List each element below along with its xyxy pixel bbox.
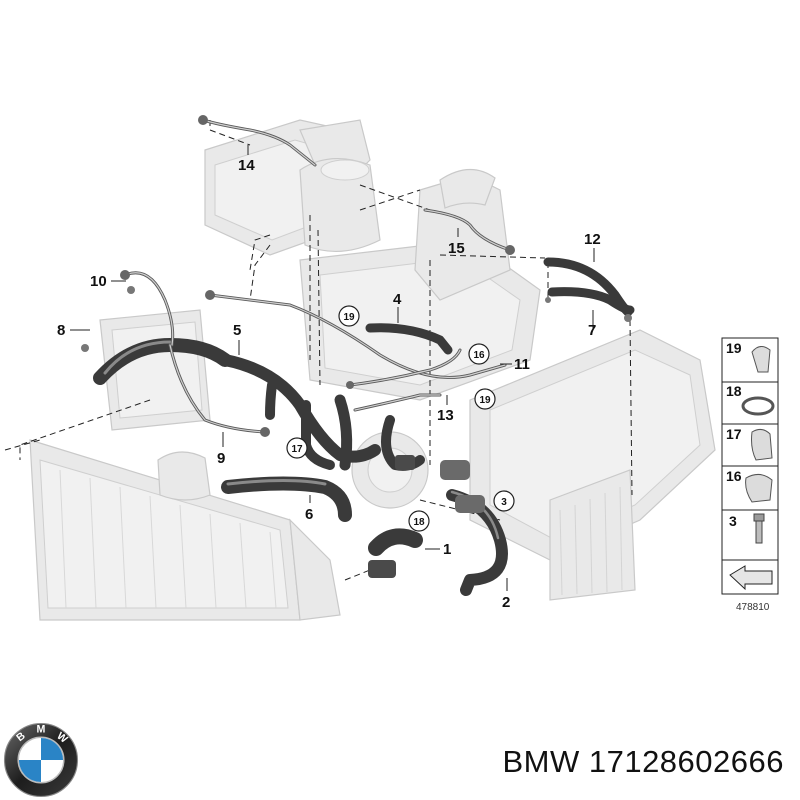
- circled-3: 3: [493, 490, 515, 512]
- clamp-icon: [751, 428, 773, 461]
- hose-clamp-icon: [741, 396, 775, 416]
- callout-labels: 14 15 12 10 4 5 7 8 11 13 9 6 1 2: [57, 157, 601, 611]
- callout-5: 5: [233, 322, 241, 339]
- thermostat-housing: [157, 451, 211, 501]
- callout-11: 11: [514, 356, 530, 373]
- svg-text:19: 19: [343, 312, 355, 323]
- legend-16: 16: [726, 468, 742, 484]
- callout-14: 14: [238, 157, 255, 174]
- svg-text:3: 3: [501, 497, 507, 508]
- coolant-hoses: [93, 257, 635, 596]
- direction-arrow-icon: [729, 565, 773, 591]
- legend-19: 19: [726, 340, 742, 356]
- legend-3: 3: [729, 513, 737, 529]
- callout-1: 1: [443, 541, 451, 558]
- callout-7: 7: [588, 322, 596, 339]
- clip-icon: [751, 346, 771, 373]
- circled-references: 19 16 19 17 3 18: [286, 305, 515, 532]
- expansion-tank: [299, 157, 381, 253]
- callout-15: 15: [448, 240, 465, 257]
- reference-number: 478810: [736, 602, 770, 613]
- legend-18: 18: [726, 383, 742, 399]
- radiator: [29, 439, 341, 621]
- circled-18: 18: [408, 510, 430, 532]
- callout-12: 12: [584, 231, 601, 248]
- callout-13: 13: [437, 407, 454, 424]
- svg-text:19: 19: [479, 395, 491, 406]
- callout-4: 4: [393, 291, 402, 308]
- bmw-logo: B M W: [3, 722, 79, 798]
- clip-16-icon: [745, 474, 773, 503]
- callout-6: 6: [305, 506, 313, 523]
- svg-text:18: 18: [413, 517, 425, 528]
- callout-8: 8: [57, 322, 65, 339]
- screw-icon: [753, 513, 765, 544]
- parts-legend: 19 18 17 16 3 478810: [721, 337, 779, 613]
- svg-text:17: 17: [291, 444, 303, 455]
- callout-leaders: [70, 145, 595, 591]
- svg-text:16: 16: [473, 350, 485, 361]
- vent-pipes: [120, 115, 515, 437]
- hose-clamps: [81, 286, 632, 352]
- callout-10: 10: [90, 273, 107, 290]
- circled-19-upper: 19: [338, 305, 360, 327]
- brand-name: BMW: [502, 744, 580, 779]
- part-title: BMW 17128602666: [502, 744, 784, 780]
- callout-9: 9: [217, 450, 225, 467]
- circled-19-lower: 19: [474, 388, 496, 410]
- circled-17: 17: [286, 437, 308, 459]
- svg-text:M: M: [36, 724, 45, 736]
- legend-17: 17: [726, 426, 742, 442]
- dashed-leaders: [4, 120, 633, 581]
- circled-16: 16: [468, 343, 490, 365]
- part-number: 17128602666: [588, 744, 784, 779]
- callout-2: 2: [502, 594, 510, 611]
- engine-block: [469, 329, 716, 601]
